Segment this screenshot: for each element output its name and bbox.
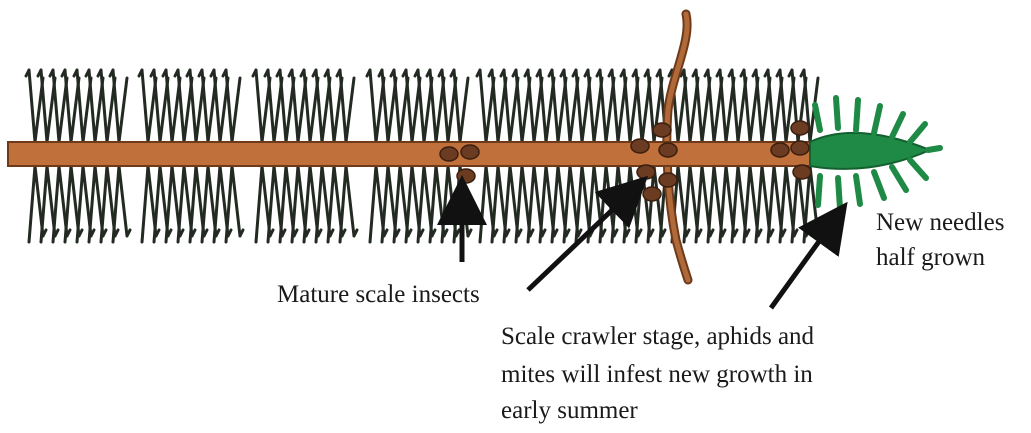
scale-insect <box>631 139 649 153</box>
label-crawler-line1: Scale crawler stage, aphids and <box>501 323 815 350</box>
new-needle <box>892 114 903 137</box>
scale-insect <box>659 173 677 187</box>
new-needle <box>910 124 925 142</box>
new-needle <box>874 172 884 198</box>
label-new-needles-line2: half grown <box>876 244 985 271</box>
scale-insect <box>643 187 661 201</box>
scale-insect <box>653 123 671 137</box>
scale-insect <box>461 145 479 159</box>
scale-insect <box>793 165 811 179</box>
label-crawler-line2: mites will infest new growth in <box>501 361 813 388</box>
scale-insect <box>791 121 809 135</box>
new-needle <box>856 176 860 204</box>
label-new-needles-line1: New needles <box>876 209 1004 236</box>
scale-insect <box>659 143 677 157</box>
new-needle <box>856 100 858 130</box>
scale-insect <box>637 165 655 179</box>
scale-insect <box>791 141 809 155</box>
scale-insect <box>457 169 475 183</box>
main-branch <box>8 142 818 166</box>
new-needles-growth <box>810 98 940 208</box>
new-needle <box>928 148 940 150</box>
new-needle <box>892 167 906 190</box>
scale-insect <box>771 143 789 157</box>
new-needle <box>838 178 840 208</box>
new-needle <box>874 106 880 133</box>
label-mature-scale: Mature scale insects <box>277 281 480 308</box>
new-needle <box>815 105 820 130</box>
new-needle <box>818 176 820 205</box>
label-crawler-line3: early summer <box>501 397 638 424</box>
new-needle <box>836 98 838 128</box>
new-needle <box>910 160 926 178</box>
scale-insect <box>440 147 458 161</box>
